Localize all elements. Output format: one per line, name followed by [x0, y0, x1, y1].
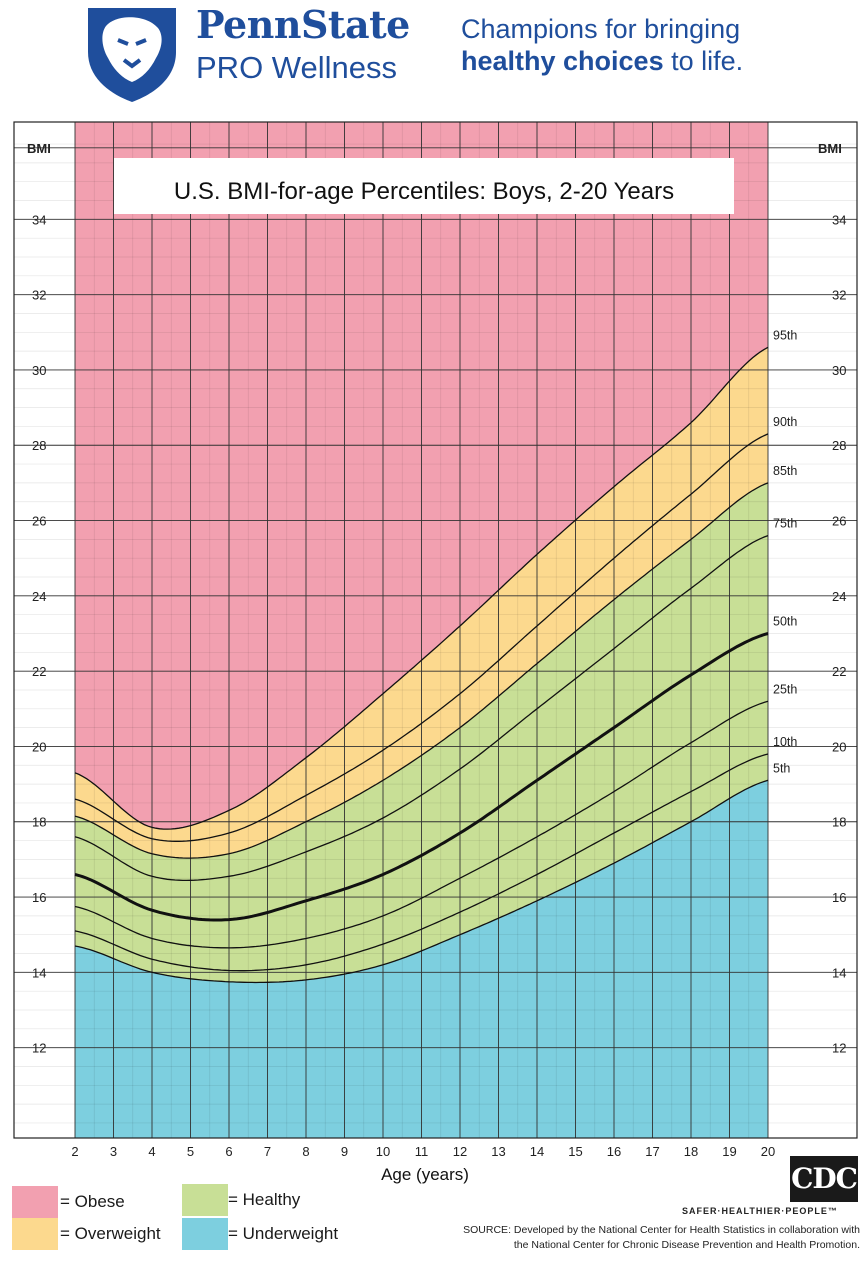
y-tick-label-left: 30 [32, 363, 46, 378]
legend-swatch-healthy [182, 1184, 228, 1216]
series-line-90th [74, 433, 769, 842]
y-tick-label-left: 28 [32, 438, 46, 453]
tagline-line2: healthy choices to life. [461, 46, 743, 77]
x-tick-label: 3 [110, 1144, 117, 1159]
tagline-rest: to life. [663, 46, 744, 76]
series-line-25th [74, 700, 769, 949]
y-tick-label-right: 26 [832, 514, 846, 529]
y-tick-label-left: 22 [32, 664, 46, 679]
header: PennState PRO Wellness Champions for bri… [0, 0, 866, 110]
y-tick-label-right: 16 [832, 890, 846, 905]
tagline-bold: healthy choices [461, 46, 664, 76]
x-tick-label: 10 [376, 1144, 390, 1159]
source-note: SOURCE: Developed by the National Center… [380, 1223, 860, 1253]
y-tick-label-left: 26 [32, 514, 46, 529]
source-line2: the National Center for Chronic Disease … [513, 1239, 860, 1251]
plot-frame [13, 121, 858, 1139]
y-tick-label-right: 20 [832, 739, 846, 754]
cdc-logo: CDC [790, 1156, 858, 1202]
chart-title-box [114, 158, 734, 214]
x-tick-label: 19 [722, 1144, 736, 1159]
x-tick-label: 13 [491, 1144, 505, 1159]
x-tick-label: 20 [761, 1144, 775, 1159]
legend: = Obese = Overweight = Healthy = Underwe… [0, 1180, 420, 1270]
legend-swatch-underweight [182, 1218, 228, 1250]
y-tick-label-left: 14 [32, 965, 46, 980]
y-tick-label-left: 18 [32, 815, 46, 830]
legend-label-underweight: = Underweight [228, 1224, 339, 1243]
y-tick-label-left: 16 [32, 890, 46, 905]
x-tick-label: 7 [264, 1144, 271, 1159]
series-line-75th [74, 534, 769, 882]
y-tick-label-left: 32 [32, 288, 46, 303]
y-tick-label-left: 12 [32, 1041, 46, 1056]
y-tick-label-right: 18 [832, 815, 846, 830]
legend-label-overweight: = Overweight [60, 1224, 161, 1243]
x-tick-label: 8 [302, 1144, 309, 1159]
series-line-85th [74, 482, 769, 859]
series-label-75th: 75th [773, 517, 797, 531]
y-tick-label-right: 14 [832, 965, 846, 980]
bmi-chart: 5th 10th 25th 50th 75th 85th 90th 95th 12 12 14 14 1… [13, 121, 858, 1184]
y-axis-title-left: BMI [27, 141, 51, 156]
legend-swatch-obese [12, 1186, 58, 1218]
y-tick-label-right: 30 [832, 363, 846, 378]
x-tick-label: 15 [568, 1144, 582, 1159]
tagline-line1: Champions for bringing [461, 14, 741, 44]
series-label-85th: 85th [773, 464, 797, 478]
brand-title: PennState [196, 2, 410, 47]
x-tick-label: 14 [530, 1144, 544, 1159]
y-axis-title-right: BMI [818, 141, 842, 156]
y-tick-label-right: 12 [832, 1041, 846, 1056]
series-label-25th: 25th [773, 682, 797, 696]
chart-title: U.S. BMI-for-age Percentiles: Boys, 2-20… [174, 178, 674, 205]
x-tick-label: 9 [341, 1144, 348, 1159]
series-line-10th [74, 753, 769, 972]
series-label-90th: 90th [773, 415, 797, 429]
series-line-5th [74, 779, 769, 984]
y-tick-label-left: 34 [32, 212, 46, 227]
source-line1: SOURCE: Developed by the National Center… [463, 1224, 860, 1236]
series-label-95th: 95th [773, 328, 797, 342]
legend-label-healthy: = Healthy [228, 1190, 301, 1209]
x-tick-label: 17 [645, 1144, 659, 1159]
y-tick-label-right: 24 [832, 589, 846, 604]
cdc-tagline: SAFER·HEALTHIER·PEOPLE™ [682, 1206, 838, 1216]
series-label-10th: 10th [773, 735, 797, 749]
nittany-lion-shield-logo [88, 8, 176, 102]
series-label-5th: 5th [773, 761, 790, 775]
series-line-95th [74, 346, 769, 830]
x-axis-title: Age (years) [381, 1165, 469, 1184]
y-tick-label-right: 34 [832, 212, 846, 227]
y-tick-label-left: 20 [32, 739, 46, 754]
x-tick-label: 18 [684, 1144, 698, 1159]
legend-label-obese: = Obese [60, 1192, 125, 1211]
y-tick-label-right: 32 [832, 288, 846, 303]
series-line-50th [74, 632, 769, 922]
legend-swatch-overweight [12, 1218, 58, 1250]
series-label-50th: 50th [773, 614, 797, 628]
x-tick-label: 6 [225, 1144, 232, 1159]
y-tick-label-right: 22 [832, 664, 846, 679]
brand-subtitle: PRO Wellness [196, 50, 397, 85]
x-tick-label: 11 [415, 1144, 429, 1159]
y-tick-label-left: 24 [32, 589, 46, 604]
x-tick-label: 16 [607, 1144, 621, 1159]
region-healthy [75, 482, 768, 983]
x-tick-label: 5 [187, 1144, 194, 1159]
x-tick-label: 4 [148, 1144, 155, 1159]
y-tick-label-right: 28 [832, 438, 846, 453]
x-tick-label: 2 [71, 1144, 78, 1159]
x-tick-label: 12 [453, 1144, 467, 1159]
